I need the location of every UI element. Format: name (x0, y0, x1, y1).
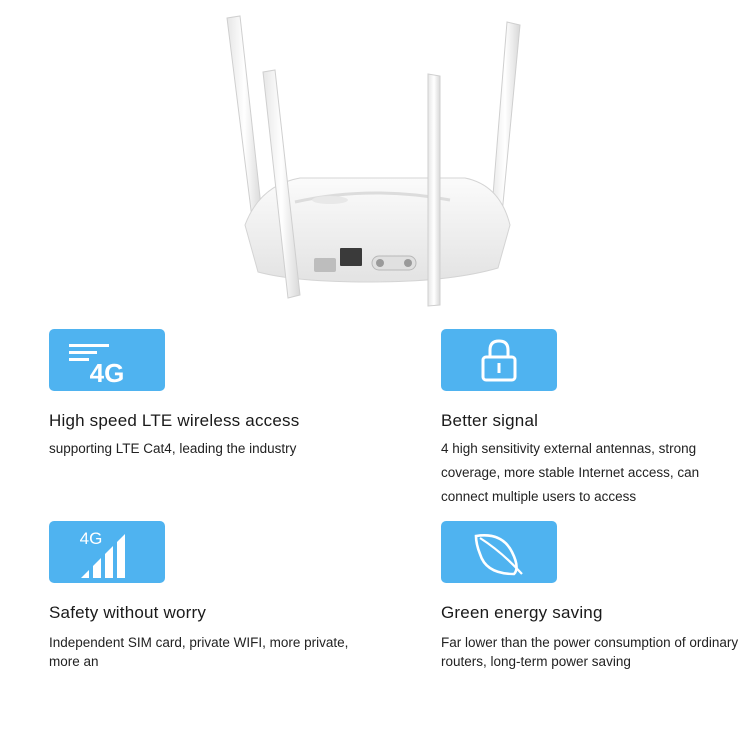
feature-description: Independent SIM card, private WIFI, more… (49, 635, 349, 669)
signal-4g-label: 4G (80, 529, 103, 548)
feature-better-signal: Better signal 4 high sensitivity externa… (441, 329, 741, 509)
feature-lte-access: 4G High speed LTE wireless access suppor… (49, 329, 349, 461)
signal-bars-4g-icon: 4G (49, 521, 165, 583)
leaf-icon (441, 521, 557, 583)
antenna-front-left (262, 69, 301, 299)
lte-4g-icon: 4G (49, 329, 165, 391)
lte-4g-label: 4G (90, 358, 125, 386)
lock-icon (441, 329, 557, 391)
feature-title: Better signal (441, 411, 539, 430)
feature-safety: 4G Safety without worry Independent SIM … (49, 521, 349, 671)
feature-title: Green energy saving (441, 603, 603, 622)
feature-green-energy: Green energy saving Far lower than the p… (441, 521, 741, 671)
feature-title: Safety without worry (49, 603, 207, 622)
feature-description: 4 high sensitivity external antennas, st… (441, 441, 700, 504)
feature-title: High speed LTE wireless access (49, 411, 300, 430)
feature-description: Far lower than the power consumption of … (441, 635, 739, 669)
antenna-back-left (226, 15, 263, 219)
router-product-image (226, 15, 521, 307)
antenna-front-right (427, 73, 441, 307)
feature-description: supporting LTE Cat4, leading the industr… (49, 441, 297, 456)
